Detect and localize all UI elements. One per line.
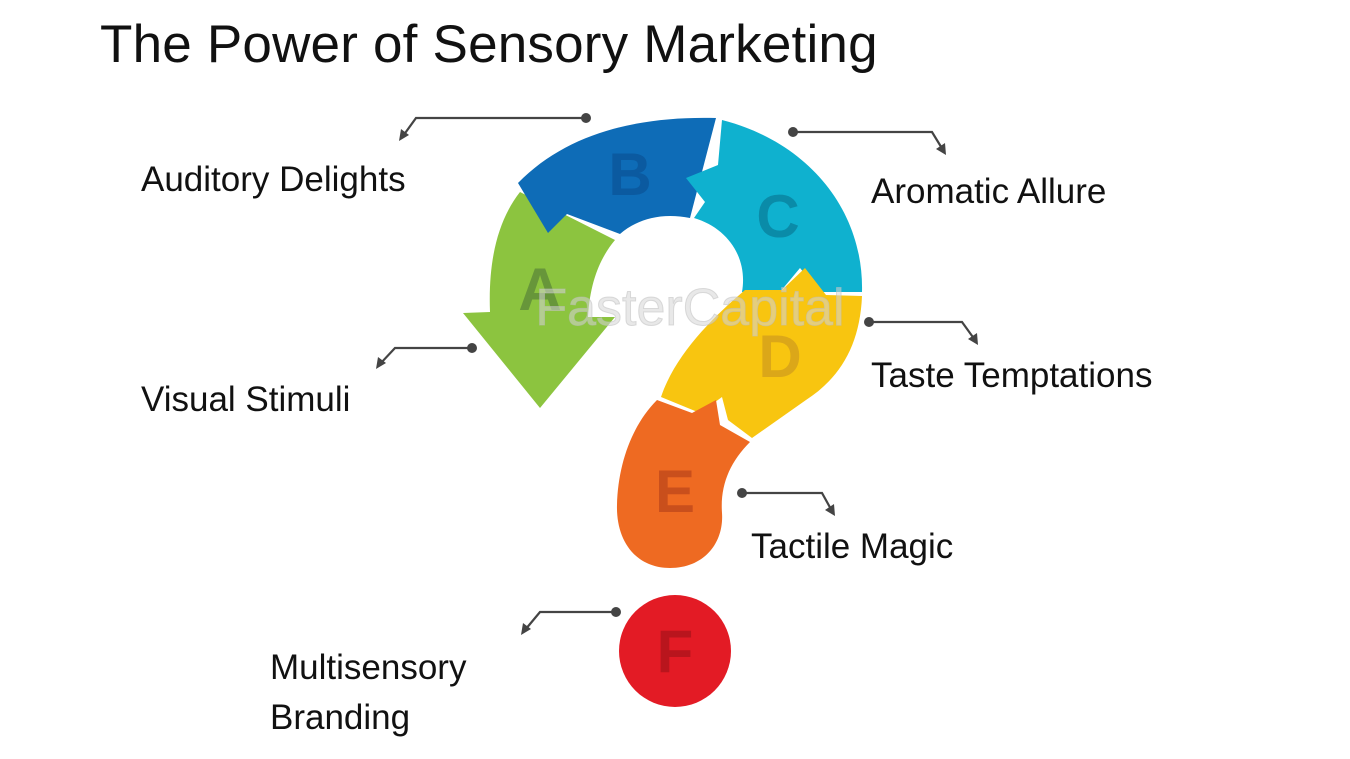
segment-c-letter: C: [756, 183, 799, 250]
connector-b: [402, 116, 586, 137]
label-taste-temptations: Taste Temptations: [871, 356, 1153, 395]
segment-d: [661, 268, 862, 438]
label-auditory-delights: Auditory Delights: [141, 160, 406, 199]
page-title: The Power of Sensory Marketing: [100, 15, 878, 74]
arrowhead-d: [968, 333, 978, 345]
segment-e-letter: E: [655, 458, 695, 525]
segment-a-letter: A: [518, 256, 561, 323]
segment-d-letter: D: [758, 323, 801, 390]
dot-c: [788, 127, 798, 137]
label-visual-stimuli: Visual Stimuli: [141, 380, 351, 419]
label-multisensory-line1: Multisensory: [270, 648, 467, 687]
segment-b: [518, 117, 716, 234]
label-multisensory-line2: Branding: [270, 698, 411, 737]
segment-f-circle: [619, 595, 731, 707]
segment-a: [463, 192, 615, 408]
arrowhead-e: [825, 504, 835, 516]
label-multisensory-branding: Multisensory Branding: [270, 643, 466, 743]
dot-b: [581, 113, 591, 123]
dot-e: [737, 488, 747, 498]
segment-f-letter: F: [657, 618, 694, 685]
connector-c: [793, 130, 944, 151]
arrowhead-b: [399, 129, 409, 141]
arrowhead-a: [376, 357, 386, 369]
arrowhead-c: [936, 143, 946, 155]
connector-e: [742, 491, 833, 512]
dot-a: [467, 343, 477, 353]
watermark: FasterCapital: [535, 279, 844, 337]
connector-lines: [379, 116, 976, 631]
segment-b-letter: B: [608, 141, 651, 208]
connector-f: [524, 610, 616, 631]
label-aromatic-allure: Aromatic Allure: [871, 172, 1107, 211]
arrowhead-f: [521, 623, 531, 635]
label-tactile-magic: Tactile Magic: [751, 527, 954, 566]
connector-d: [869, 320, 976, 341]
dot-f: [611, 607, 621, 617]
segment-e: [616, 400, 750, 568]
segment-c: [686, 120, 863, 292]
connector-a: [379, 346, 472, 365]
dot-d: [864, 317, 874, 327]
connector-dots: [376, 113, 978, 635]
